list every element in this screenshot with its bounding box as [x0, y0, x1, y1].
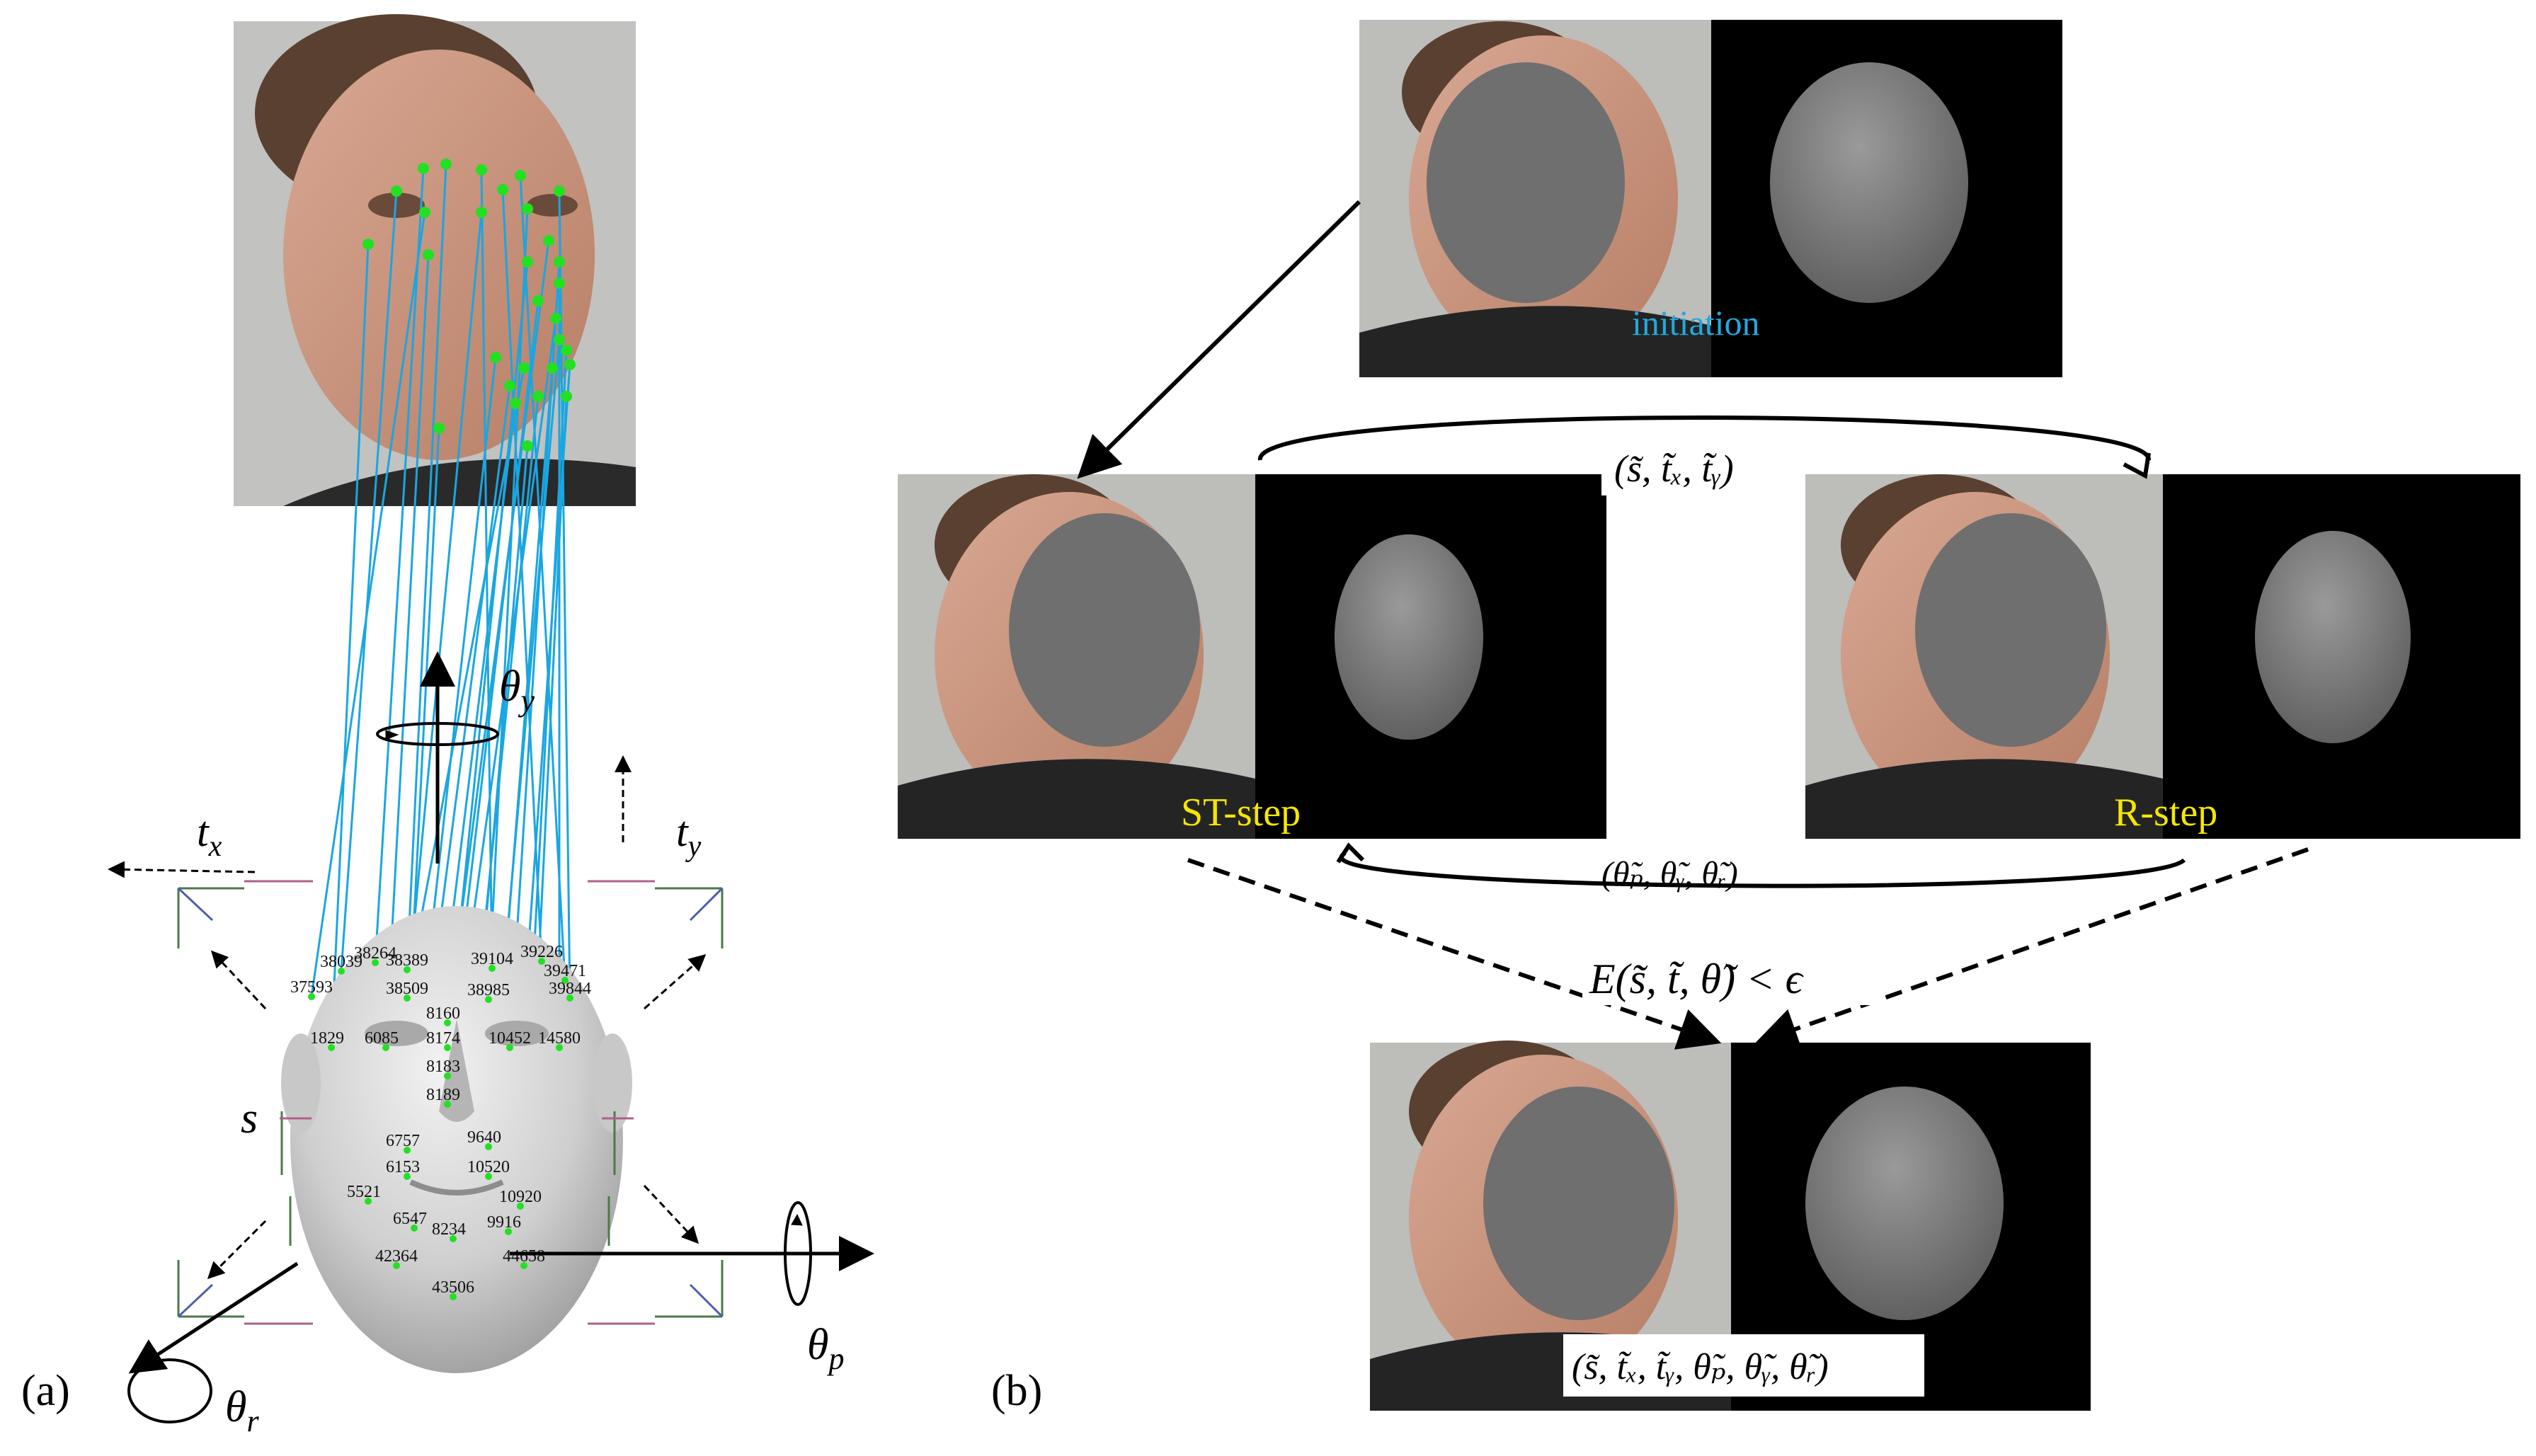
image-landmark-point [476, 164, 487, 176]
image-landmark-point [554, 334, 565, 345]
st-step-image-pair: ST-step [898, 474, 1606, 839]
image-landmark-point [510, 398, 521, 409]
st-step-label: ST-step [1181, 791, 1301, 835]
image-landmark-point [554, 277, 565, 289]
landmark-id-label: 8174 [426, 1029, 460, 1048]
image-landmark-point [522, 440, 533, 452]
landmark-id-label: 6757 [386, 1132, 420, 1150]
landmark-id-label: 8183 [426, 1057, 460, 1076]
landmark-id-label: 37593 [290, 978, 333, 997]
image-landmark-point [554, 185, 565, 197]
landmark-id-label: 6085 [365, 1029, 399, 1048]
landmark-id-label: 38985 [467, 981, 510, 999]
image-landmark-point [564, 359, 576, 370]
theta-r-label: θr [225, 1383, 259, 1438]
image-landmark-point [504, 380, 515, 391]
landmark-id-label: 9916 [487, 1213, 521, 1232]
final-image-pair: (s̃, t̃ₓ, t̃ᵧ, θ̃ₚ, θ̃ᵧ, θ̃ᵣ) [1370, 1041, 2091, 1411]
image-landmark-point [522, 203, 533, 214]
image-landmark-point [532, 295, 544, 306]
landmark-id-label: 42364 [375, 1247, 418, 1266]
image-landmark-point [550, 313, 561, 324]
image-landmark-point [476, 207, 487, 218]
image-landmark-point [543, 235, 554, 246]
image-landmark-point [547, 362, 558, 374]
image-landmark-point [497, 184, 508, 195]
landmark-id-label: 8189 [426, 1086, 460, 1104]
image-landmark-point [419, 207, 430, 218]
landmark-id-label: 9640 [467, 1128, 501, 1147]
initiation-image-pair: initiation [1359, 20, 2062, 377]
landmark-id-label: 43506 [432, 1278, 474, 1297]
landmark-id-label: 6153 [386, 1158, 420, 1176]
image-landmark-point [433, 423, 445, 434]
r-step-image-pair: R-step [1805, 474, 2520, 839]
theta-p-label: θp [807, 1321, 844, 1376]
panel-a: 3803938264383893910439226394713759338509… [21, 14, 867, 1438]
r-step-label: R-step [2114, 791, 2217, 835]
image-landmark-point [561, 391, 572, 402]
landmark-id-label: 39471 [544, 962, 586, 980]
image-landmark-point [418, 163, 429, 174]
landmark-id-label: 8234 [432, 1220, 466, 1239]
landmark-id-label: 5521 [347, 1183, 381, 1201]
image-landmark-point [423, 249, 434, 260]
landmark-id-label: 39104 [471, 950, 513, 968]
face-photo [234, 14, 636, 506]
image-landmark-point [515, 170, 526, 181]
landmark-id-label: 8160 [426, 1004, 460, 1023]
landmark-id-label: 10452 [489, 1029, 531, 1048]
landmark-id-label: 39844 [549, 980, 591, 998]
st-params-label: (s̃, t̃ₓ, t̃ᵧ) [1614, 447, 1734, 490]
image-landmark-point [561, 345, 572, 356]
convergence-label: E(s̃, t̃, θ̃) < ϵ [1589, 956, 1805, 1002]
s-label: s [241, 1094, 258, 1142]
image-landmark-point [490, 352, 501, 363]
r-params-label: (θ̃ₚ, θ̃ᵧ, θ̃ᵣ) [1601, 855, 1738, 893]
initiation-label: initiation [1632, 303, 1760, 343]
landmark-id-label: 10520 [467, 1158, 510, 1176]
image-landmark-point [518, 362, 530, 374]
image-landmark-point [440, 159, 452, 170]
landmark-id-label: 1829 [310, 1029, 344, 1048]
image-landmark-point [532, 391, 544, 402]
landmark-id-label: 44658 [503, 1247, 545, 1266]
tx-label: tx [197, 808, 222, 863]
landmark-id-label: 38509 [386, 980, 428, 998]
final-params-label: (s̃, t̃ₓ, t̃ᵧ, θ̃ₚ, θ̃ᵧ, θ̃ᵣ) [1572, 1347, 1829, 1387]
panel-a-label: (a) [21, 1367, 70, 1415]
landmark-id-label: 6547 [393, 1210, 427, 1228]
landmark-id-label: 39226 [520, 943, 563, 961]
landmark-id-label: 38389 [386, 951, 428, 970]
image-landmark-point [391, 185, 402, 197]
image-landmark-point [554, 256, 565, 268]
landmark-id-label: 10920 [499, 1188, 542, 1206]
ty-label: ty [676, 808, 702, 863]
panel-b-label: (b) [991, 1367, 1042, 1415]
image-landmark-point [522, 256, 533, 268]
landmark-id-label: 14580 [538, 1029, 581, 1048]
image-landmark-point [362, 239, 374, 250]
panel-b: initiation ST-step R-step [898, 20, 2520, 1415]
